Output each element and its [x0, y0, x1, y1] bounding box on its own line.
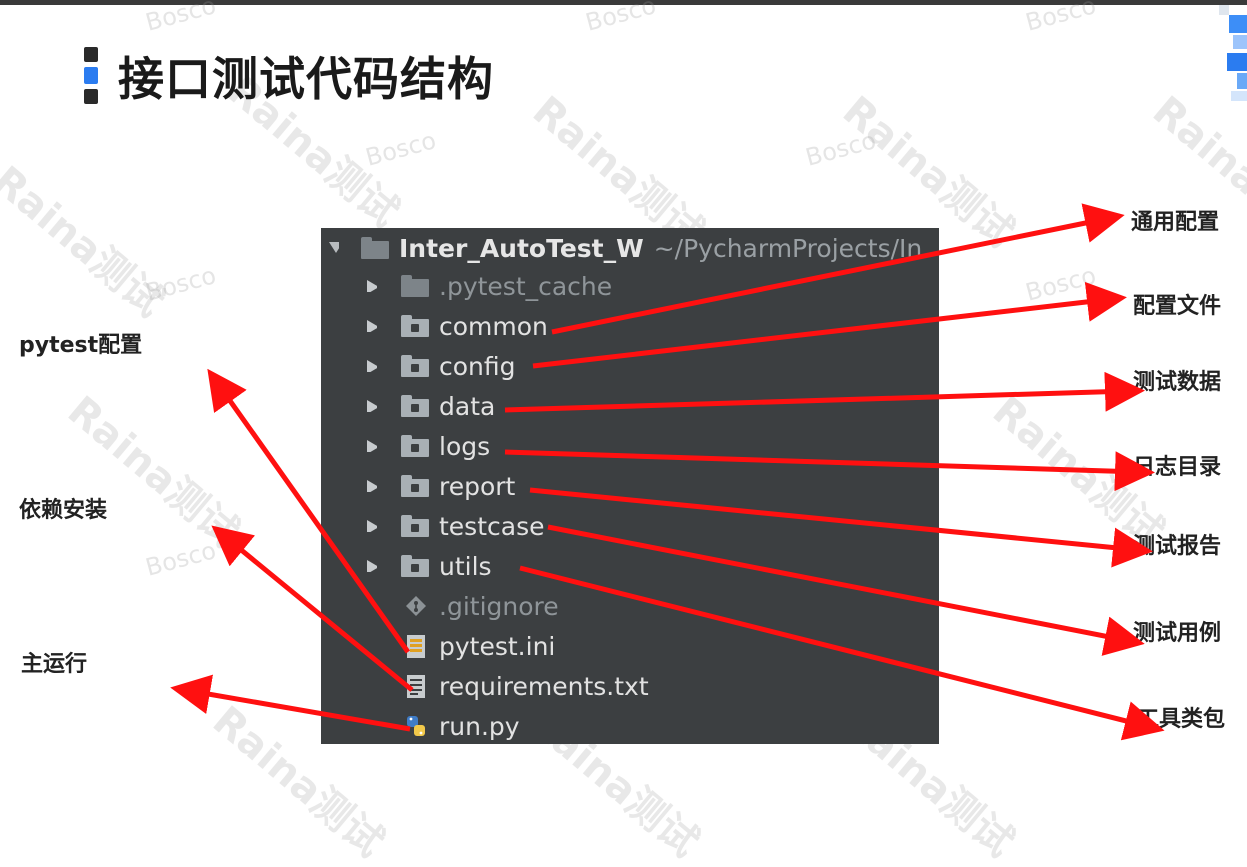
python-icon	[407, 716, 425, 736]
slide-title: 接口测试代码结构	[84, 46, 494, 106]
page-title: 接口测试代码结构	[118, 52, 494, 106]
tree-folder-utils[interactable]: utils	[321, 546, 492, 586]
tree-folder-common[interactable]: common	[321, 306, 548, 346]
folder-label: report	[439, 471, 516, 501]
annotation-arrows	[170, 203, 1165, 741]
chevron-right-icon[interactable]	[367, 560, 377, 572]
chevron-right-icon[interactable]	[367, 520, 377, 532]
package-folder-icon	[401, 435, 429, 457]
chevron-right-icon[interactable]	[367, 440, 377, 452]
chevron-down-icon[interactable]	[329, 242, 339, 254]
ini-file-icon	[407, 635, 425, 658]
tree-file-requirements[interactable]: requirements.txt	[321, 666, 649, 706]
folder-label: config	[439, 351, 516, 381]
package-folder-icon	[401, 475, 429, 497]
package-folder-icon	[401, 555, 429, 577]
text-file-icon	[407, 675, 425, 698]
package-folder-icon	[401, 515, 429, 537]
title-accent-bars	[84, 47, 98, 105]
folder-label: data	[439, 391, 496, 421]
annotation-data: 测试数据	[1133, 370, 1222, 395]
package-folder-icon	[401, 395, 429, 417]
chevron-right-icon[interactable]	[367, 480, 377, 492]
tree-file-run-py[interactable]: run.py	[321, 706, 520, 744]
folder-label: common	[439, 311, 548, 341]
file-label: pytest.ini	[439, 631, 556, 661]
arrow-common	[551, 203, 1125, 335]
tree-root[interactable]: Inter_AutoTest_W ~/PycharmProjects/In	[321, 228, 922, 268]
chevron-right-icon[interactable]	[367, 320, 377, 332]
root-folder-name: Inter_AutoTest_W	[399, 233, 644, 263]
file-label: .gitignore	[439, 591, 559, 621]
tree-file-gitignore[interactable]: .gitignore	[321, 586, 559, 626]
file-label: run.py	[439, 711, 520, 741]
annotation-pytest-ini: pytest配置	[19, 333, 143, 358]
folder-label: utils	[439, 551, 492, 581]
folder-icon	[361, 237, 389, 259]
annotation-requirements: 依赖安装	[19, 498, 108, 523]
chevron-right-icon[interactable]	[367, 360, 377, 372]
folder-label: logs	[439, 431, 491, 461]
tree-folder-config[interactable]: config	[321, 346, 516, 386]
folder-icon	[401, 275, 429, 297]
file-label: requirements.txt	[439, 671, 649, 701]
chevron-right-icon[interactable]	[367, 400, 377, 412]
annotation-run: 主运行	[21, 652, 88, 677]
tree-file-pytest-ini[interactable]: pytest.ini	[321, 626, 555, 666]
package-folder-icon	[401, 315, 429, 337]
folder-label: .pytest_cache	[439, 271, 613, 301]
tree-folder-testcase[interactable]: testcase	[321, 506, 544, 546]
corner-decoration	[1213, 5, 1247, 105]
chevron-right-icon[interactable]	[367, 280, 377, 292]
annotation-config: 配置文件	[1133, 294, 1222, 319]
tree-folder-pytest-cache[interactable]: .pytest_cache	[321, 266, 612, 306]
top-strip	[0, 0, 1247, 5]
annotation-testcase: 测试用例	[1133, 621, 1222, 646]
folder-label: testcase	[439, 511, 545, 541]
package-folder-icon	[401, 355, 429, 377]
annotation-common: 通用配置	[1131, 210, 1220, 235]
git-icon	[406, 596, 426, 616]
tree-folder-logs[interactable]: logs	[321, 426, 490, 466]
tree-folder-report[interactable]: report	[321, 466, 515, 506]
root-folder-path: ~/PycharmProjects/In	[653, 233, 923, 263]
tree-folder-data[interactable]: data	[321, 386, 495, 426]
